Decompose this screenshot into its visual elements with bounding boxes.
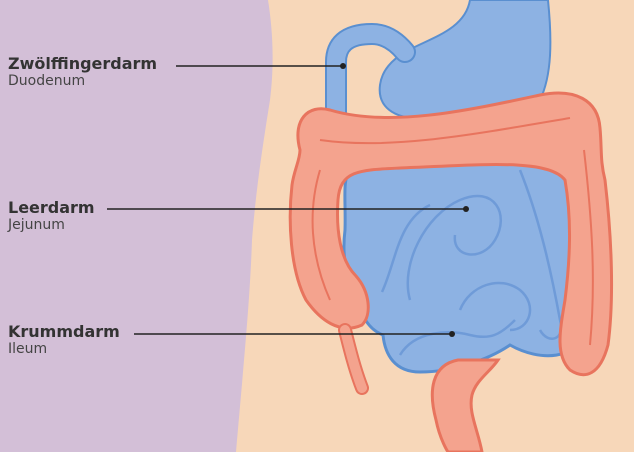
jejunum-subtitle: Jejunum — [8, 217, 95, 234]
jejunum-leader-dot — [463, 206, 469, 212]
duodenum-subtitle: Duodenum — [8, 73, 157, 90]
ileum-label: Krummdarm Ileum — [8, 322, 120, 358]
jejunum-title: Leerdarm — [8, 198, 95, 217]
jejunum-label: Leerdarm Jejunum — [8, 198, 95, 234]
ileum-leader-dot — [449, 331, 455, 337]
duodenum-leader-dot — [340, 63, 346, 69]
duodenum-label: Zwölffingerdarm Duodenum — [8, 54, 157, 90]
duodenum-title: Zwölffingerdarm — [8, 54, 157, 73]
ileum-title: Krummdarm — [8, 322, 120, 341]
ileum-subtitle: Ileum — [8, 341, 120, 358]
